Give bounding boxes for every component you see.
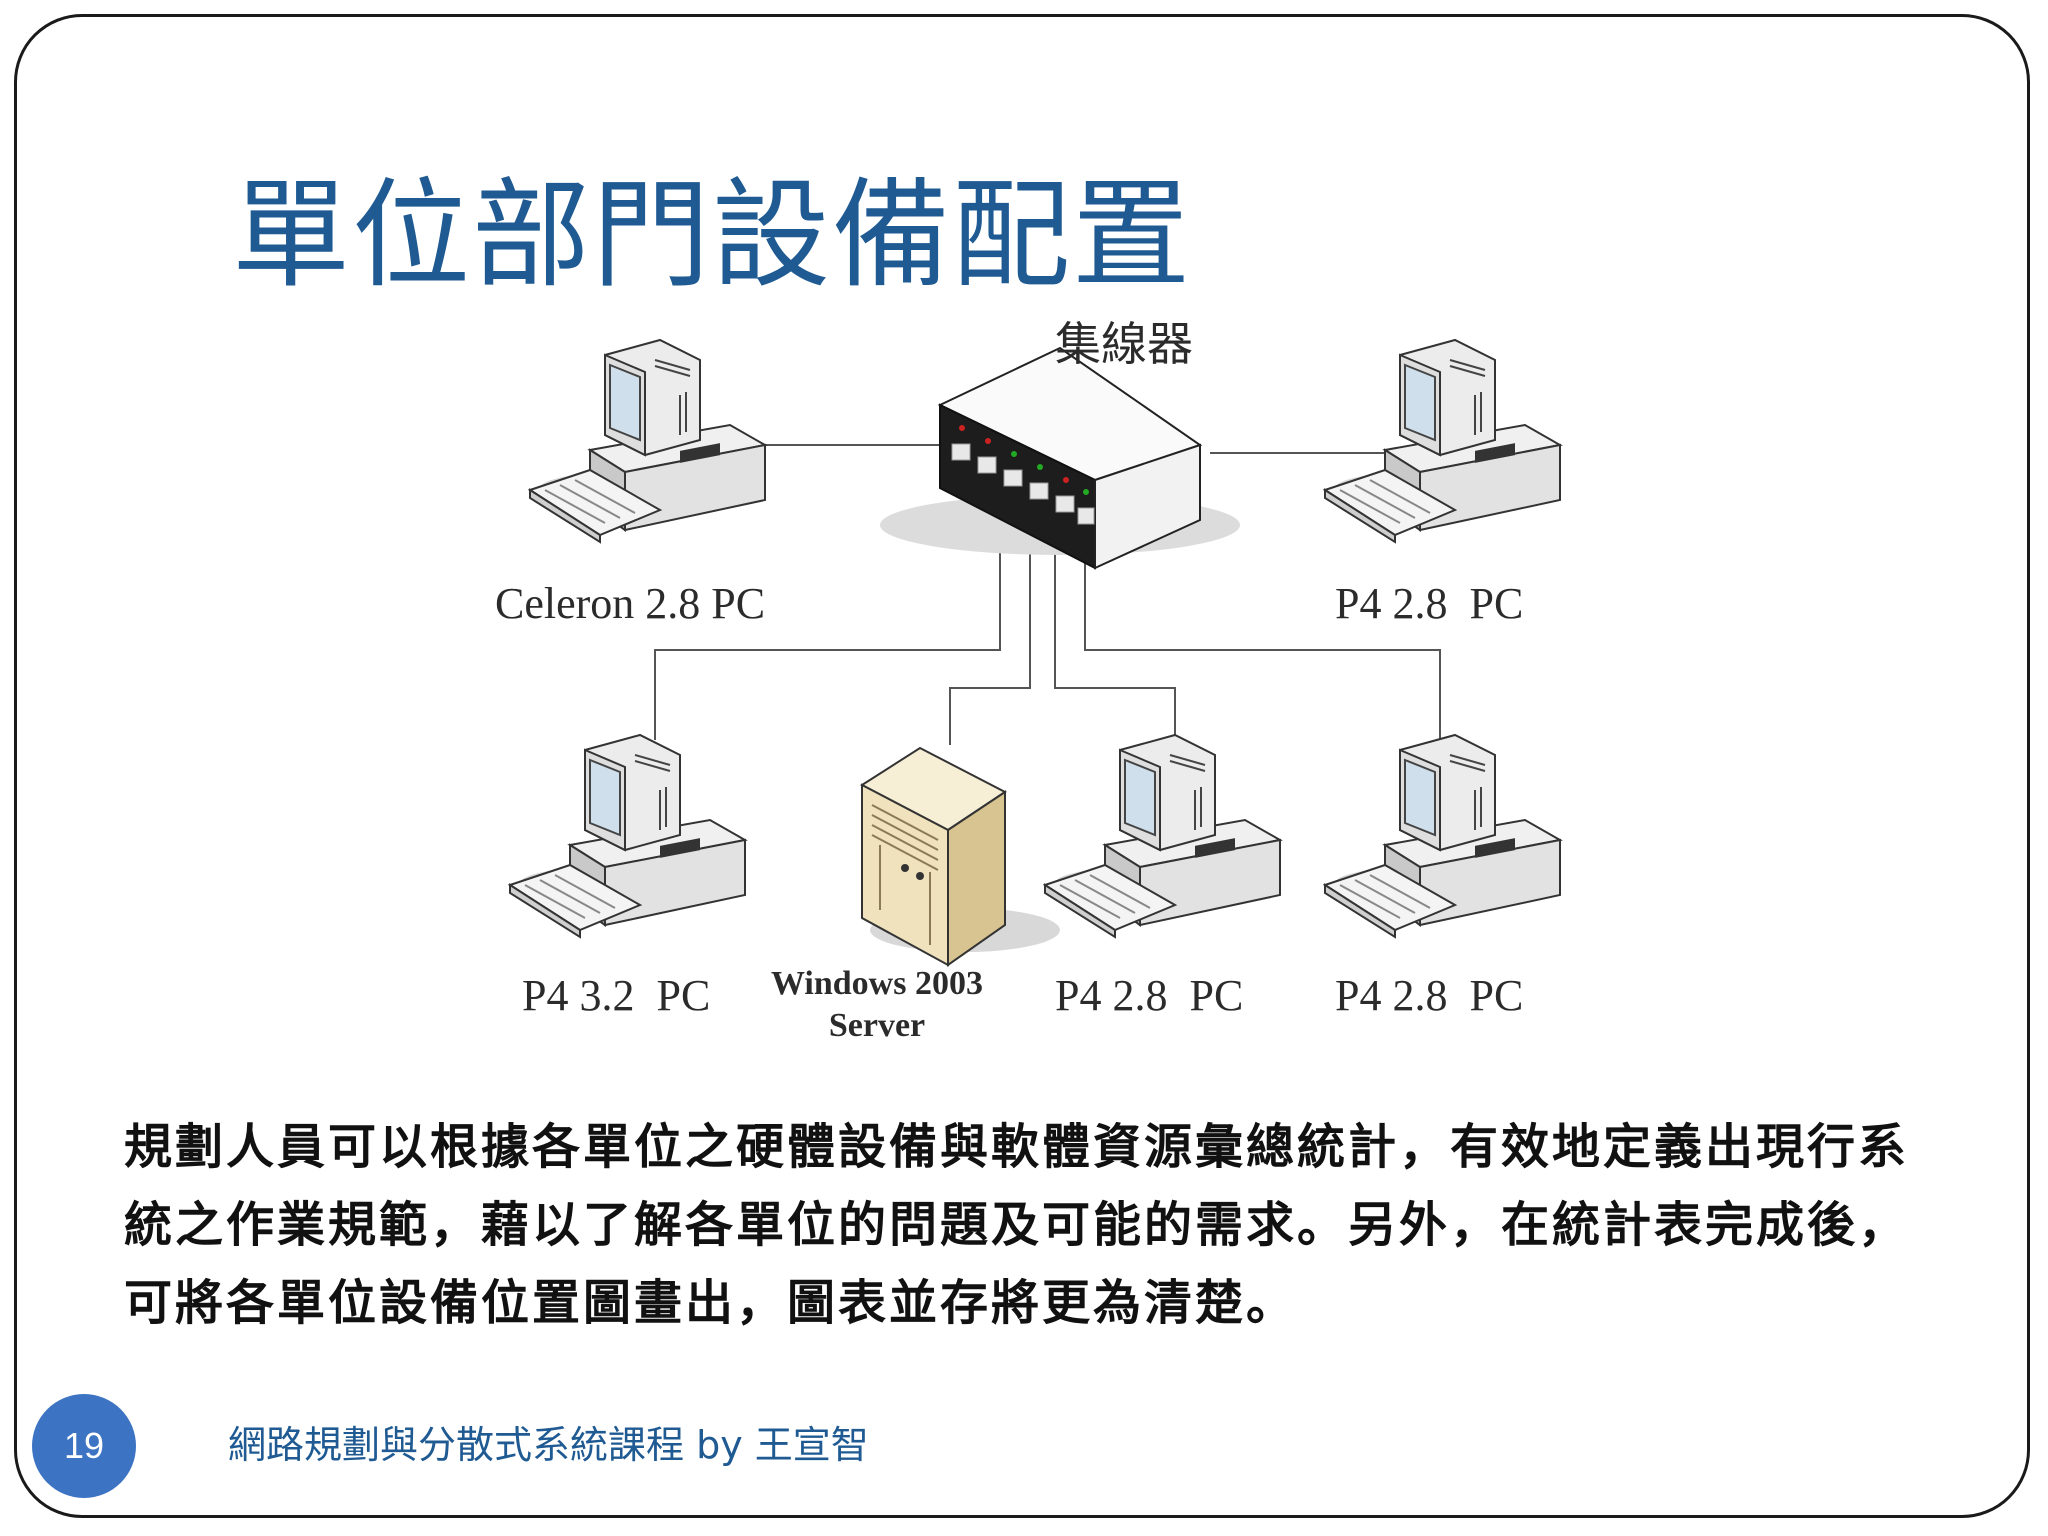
page-number-badge: 19 — [32, 1394, 136, 1498]
pc-p4-32-icon — [509, 734, 746, 938]
footer-text: 網路規劃與分散式系統課程 by 王宣智 — [228, 1423, 869, 1467]
pc-p4-top-right-icon — [1324, 339, 1561, 543]
node-label-p4-mid: P4 2.8 PC — [1055, 971, 1243, 1020]
pc-p4-mid-icon — [1044, 734, 1281, 938]
node-label-celeron: Celeron 2.8 PC — [495, 579, 765, 628]
server-icon — [860, 746, 1060, 967]
hub-icon — [880, 346, 1240, 570]
body-line-2: 統之作業規範，藉以了解各單位的問題及可能的需求。另外，在統計表完成後， — [124, 1197, 1910, 1253]
body-line-3: 可將各單位設備位置圖畫出，圖表並存將更為清楚。 — [124, 1275, 1298, 1331]
pc-p4-bottom-right-icon — [1324, 734, 1561, 938]
body-text: 規劃人員可以根據各單位之硬體設備與軟體資源彙總統計，有效地定義出現行系 統之作業… — [124, 1108, 1944, 1342]
node-label-server-2: Server — [829, 1007, 925, 1044]
node-label-p4-bottom-right: P4 2.8 PC — [1335, 971, 1523, 1020]
node-label-p4-top-right: P4 2.8 PC — [1335, 579, 1523, 628]
body-line-1: 規劃人員可以根據各單位之硬體設備與軟體資源彙總統計，有效地定義出現行系 — [124, 1119, 1910, 1175]
connection-lines — [654, 444, 1441, 745]
hub-label: 集線器 — [1055, 319, 1193, 370]
pc-celeron-icon — [529, 339, 766, 543]
slide-title: 單位部門設備配置 — [232, 166, 1193, 304]
node-label-server-1: Windows 2003 — [771, 965, 983, 1002]
node-label-p4-32: P4 3.2 PC — [522, 971, 710, 1020]
slide-frame — [14, 14, 2030, 1518]
